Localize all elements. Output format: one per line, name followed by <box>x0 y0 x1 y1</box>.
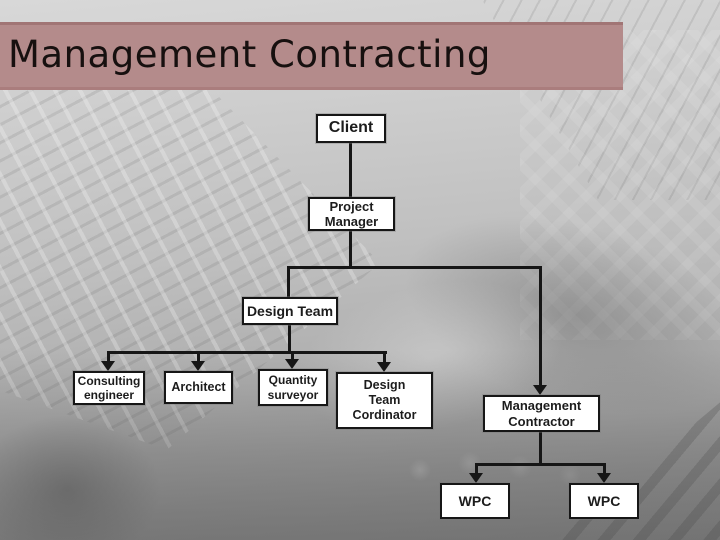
org-node-architect-label: Architect <box>171 380 226 395</box>
connector-ce-stub <box>107 351 110 363</box>
title-bar: Management Contracting <box>0 22 623 90</box>
background-sleeve <box>0 415 160 540</box>
connector-arrow-architect-icon <box>191 361 205 371</box>
connector-designteam-stub <box>288 323 291 354</box>
connector-mc-lower-stub <box>539 432 542 466</box>
org-node-client: Client <box>316 114 386 143</box>
org-node-wpc-right: WPC <box>569 483 639 519</box>
org-node-design-team-label: Design Team <box>246 302 334 319</box>
connector-wpc-horizontal <box>475 463 606 466</box>
org-node-wpc-left-label: WPC <box>458 492 492 509</box>
connector-arrow-qs-icon <box>285 359 299 369</box>
org-node-design-team-cordinator-label-line2: Team <box>368 393 401 408</box>
org-node-wpc-left: WPC <box>440 483 510 519</box>
org-node-consulting-engineer: Consulting engineer <box>73 371 145 405</box>
org-node-consulting-engineer-label-line1: Consulting <box>77 373 141 388</box>
connector-designteam-horizontal <box>107 351 387 354</box>
connector-wpc2-stub <box>603 463 606 475</box>
org-node-management-contractor-label-line2: Contractor <box>508 413 575 429</box>
org-node-design-team-cordinator-label-line3: Cordinator <box>352 407 417 422</box>
org-node-management-contractor: Management Contractor <box>483 395 600 432</box>
org-node-consulting-engineer-label-line2: engineer <box>83 388 134 402</box>
connector-designteam-drop <box>287 267 290 297</box>
connector-client-pm <box>349 143 352 197</box>
connector-pm-branch-horizontal <box>287 266 542 269</box>
connector-qs-stub <box>291 351 294 362</box>
org-node-design-team-cordinator: Design Team Cordinator <box>336 372 433 429</box>
connector-arrow-mc-icon <box>533 385 547 395</box>
page-title: Management Contracting <box>8 32 491 76</box>
org-node-quantity-surveyor-label-line1: Quantity <box>268 373 318 388</box>
connector-architect-stub <box>197 351 200 363</box>
org-node-design-team: Design Team <box>242 297 338 325</box>
connector-pm-stub <box>349 231 352 267</box>
org-node-project-manager-label-line2: Manager <box>324 214 379 229</box>
org-node-project-manager-label-line1: Project <box>329 198 374 214</box>
connector-arrow-wpc2-icon <box>597 473 611 483</box>
connector-arrow-wpc1-icon <box>469 473 483 483</box>
org-node-architect: Architect <box>164 371 233 404</box>
connector-wpc1-stub <box>475 463 478 475</box>
connector-arrow-ce-icon <box>101 361 115 371</box>
org-node-project-manager: Project Manager <box>308 197 395 231</box>
org-node-management-contractor-label-line1: Management <box>501 398 582 414</box>
connector-dtc-stub <box>383 351 386 363</box>
org-node-wpc-right-label: WPC <box>587 492 621 509</box>
connector-mc-drop <box>539 267 542 386</box>
org-node-quantity-surveyor: Quantity surveyor <box>258 369 328 406</box>
org-node-client-label: Client <box>328 119 374 137</box>
org-node-quantity-surveyor-label-line2: surveyor <box>267 387 319 402</box>
connector-arrow-dtc-icon <box>377 362 391 372</box>
org-node-design-team-cordinator-label-line1: Design <box>363 378 406 393</box>
